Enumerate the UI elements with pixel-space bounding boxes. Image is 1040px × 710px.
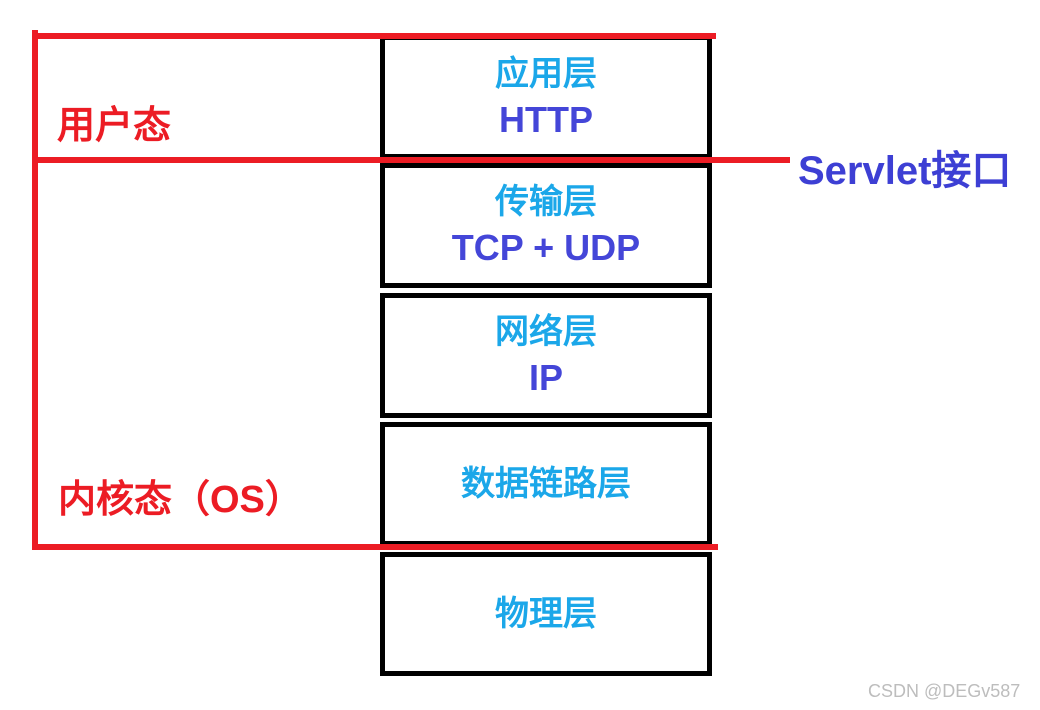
layer-name: 数据链路层 [461, 464, 631, 503]
servlet-interface-label: Servlet接口 [798, 149, 1012, 193]
layer-box-network: 网络层 IP [380, 293, 712, 418]
layer-protocol: HTTP [499, 98, 593, 140]
mode-bracket-top-line [32, 33, 716, 39]
mode-bracket-left-line [32, 30, 38, 550]
user-mode-label: 用户态 [57, 105, 172, 147]
mode-bracket-bottom-line [32, 544, 718, 550]
layer-box-application: 应用层 HTTP [380, 35, 712, 159]
mode-divider-line [32, 157, 790, 163]
layer-name: 传输层 [495, 183, 597, 221]
kernel-mode-label: 内核态（OS） [58, 479, 303, 521]
layer-name: 物理层 [495, 594, 597, 633]
layer-protocol: IP [528, 357, 563, 398]
layer-box-datalink: 数据链路层 [380, 422, 712, 546]
watermark: CSDN @DEGv587 [868, 681, 1021, 701]
layer-name: 应用层 [495, 54, 597, 93]
layer-name: 网络层 [495, 313, 597, 351]
layer-protocol: TCP + UDP [451, 227, 641, 268]
layer-box-physical: 物理层 [380, 552, 712, 676]
layer-box-transport: 传输层 TCP + UDP [380, 163, 712, 288]
